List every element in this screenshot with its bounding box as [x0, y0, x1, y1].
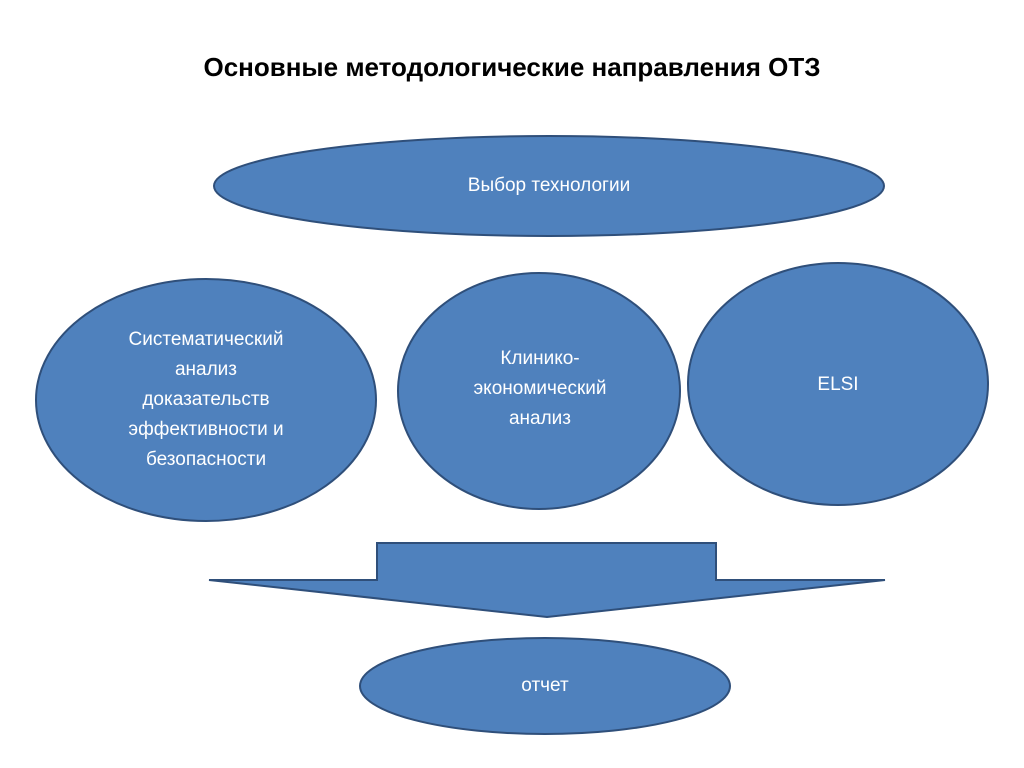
report-ellipse [359, 637, 731, 735]
technology-choice-ellipse [213, 135, 885, 237]
down-arrow [208, 542, 886, 619]
slide-title: Основные методологические направления ОТ… [203, 52, 821, 82]
clinical-economic-ellipse [397, 272, 681, 510]
systematic-review-ellipse [35, 278, 377, 522]
elsi-ellipse [687, 262, 989, 506]
